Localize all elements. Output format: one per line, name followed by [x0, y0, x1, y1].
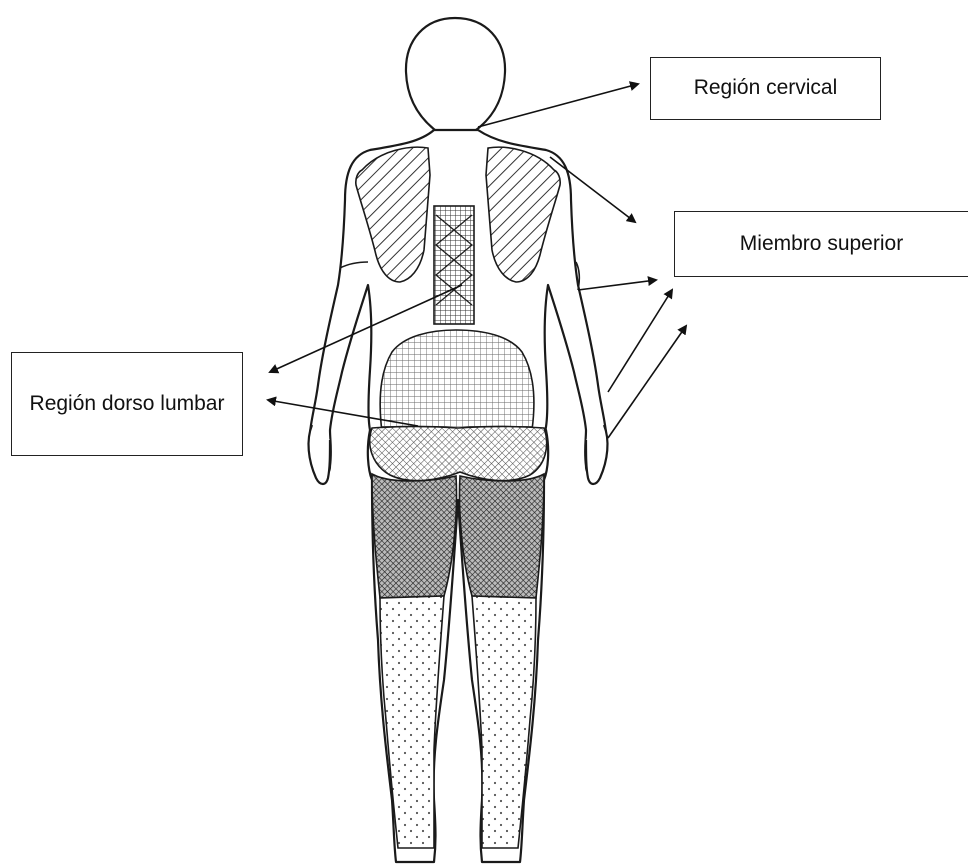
right-leg-region [472, 596, 536, 848]
label-region-cervical-text: Región cervical [694, 73, 838, 103]
arrow-forearm [608, 290, 672, 392]
buttocks-region [370, 427, 547, 481]
label-miembro-superior: Miembro superior [674, 211, 968, 277]
left-leg-region [380, 596, 444, 848]
spine-region [434, 206, 474, 324]
label-region-dorso-lumbar-text: Región dorso lumbar [30, 389, 225, 419]
label-region-cervical: Región cervical [650, 57, 881, 120]
right-thigh-region [460, 474, 545, 598]
label-miembro-superior-text: Miembro superior [740, 229, 903, 259]
lumbar-region [380, 330, 534, 432]
arrow-hand [608, 326, 686, 438]
left-thigh-region [372, 474, 457, 598]
label-region-dorso-lumbar: Región dorso lumbar [11, 352, 243, 456]
arrow-arm [578, 280, 656, 290]
head [406, 18, 505, 140]
